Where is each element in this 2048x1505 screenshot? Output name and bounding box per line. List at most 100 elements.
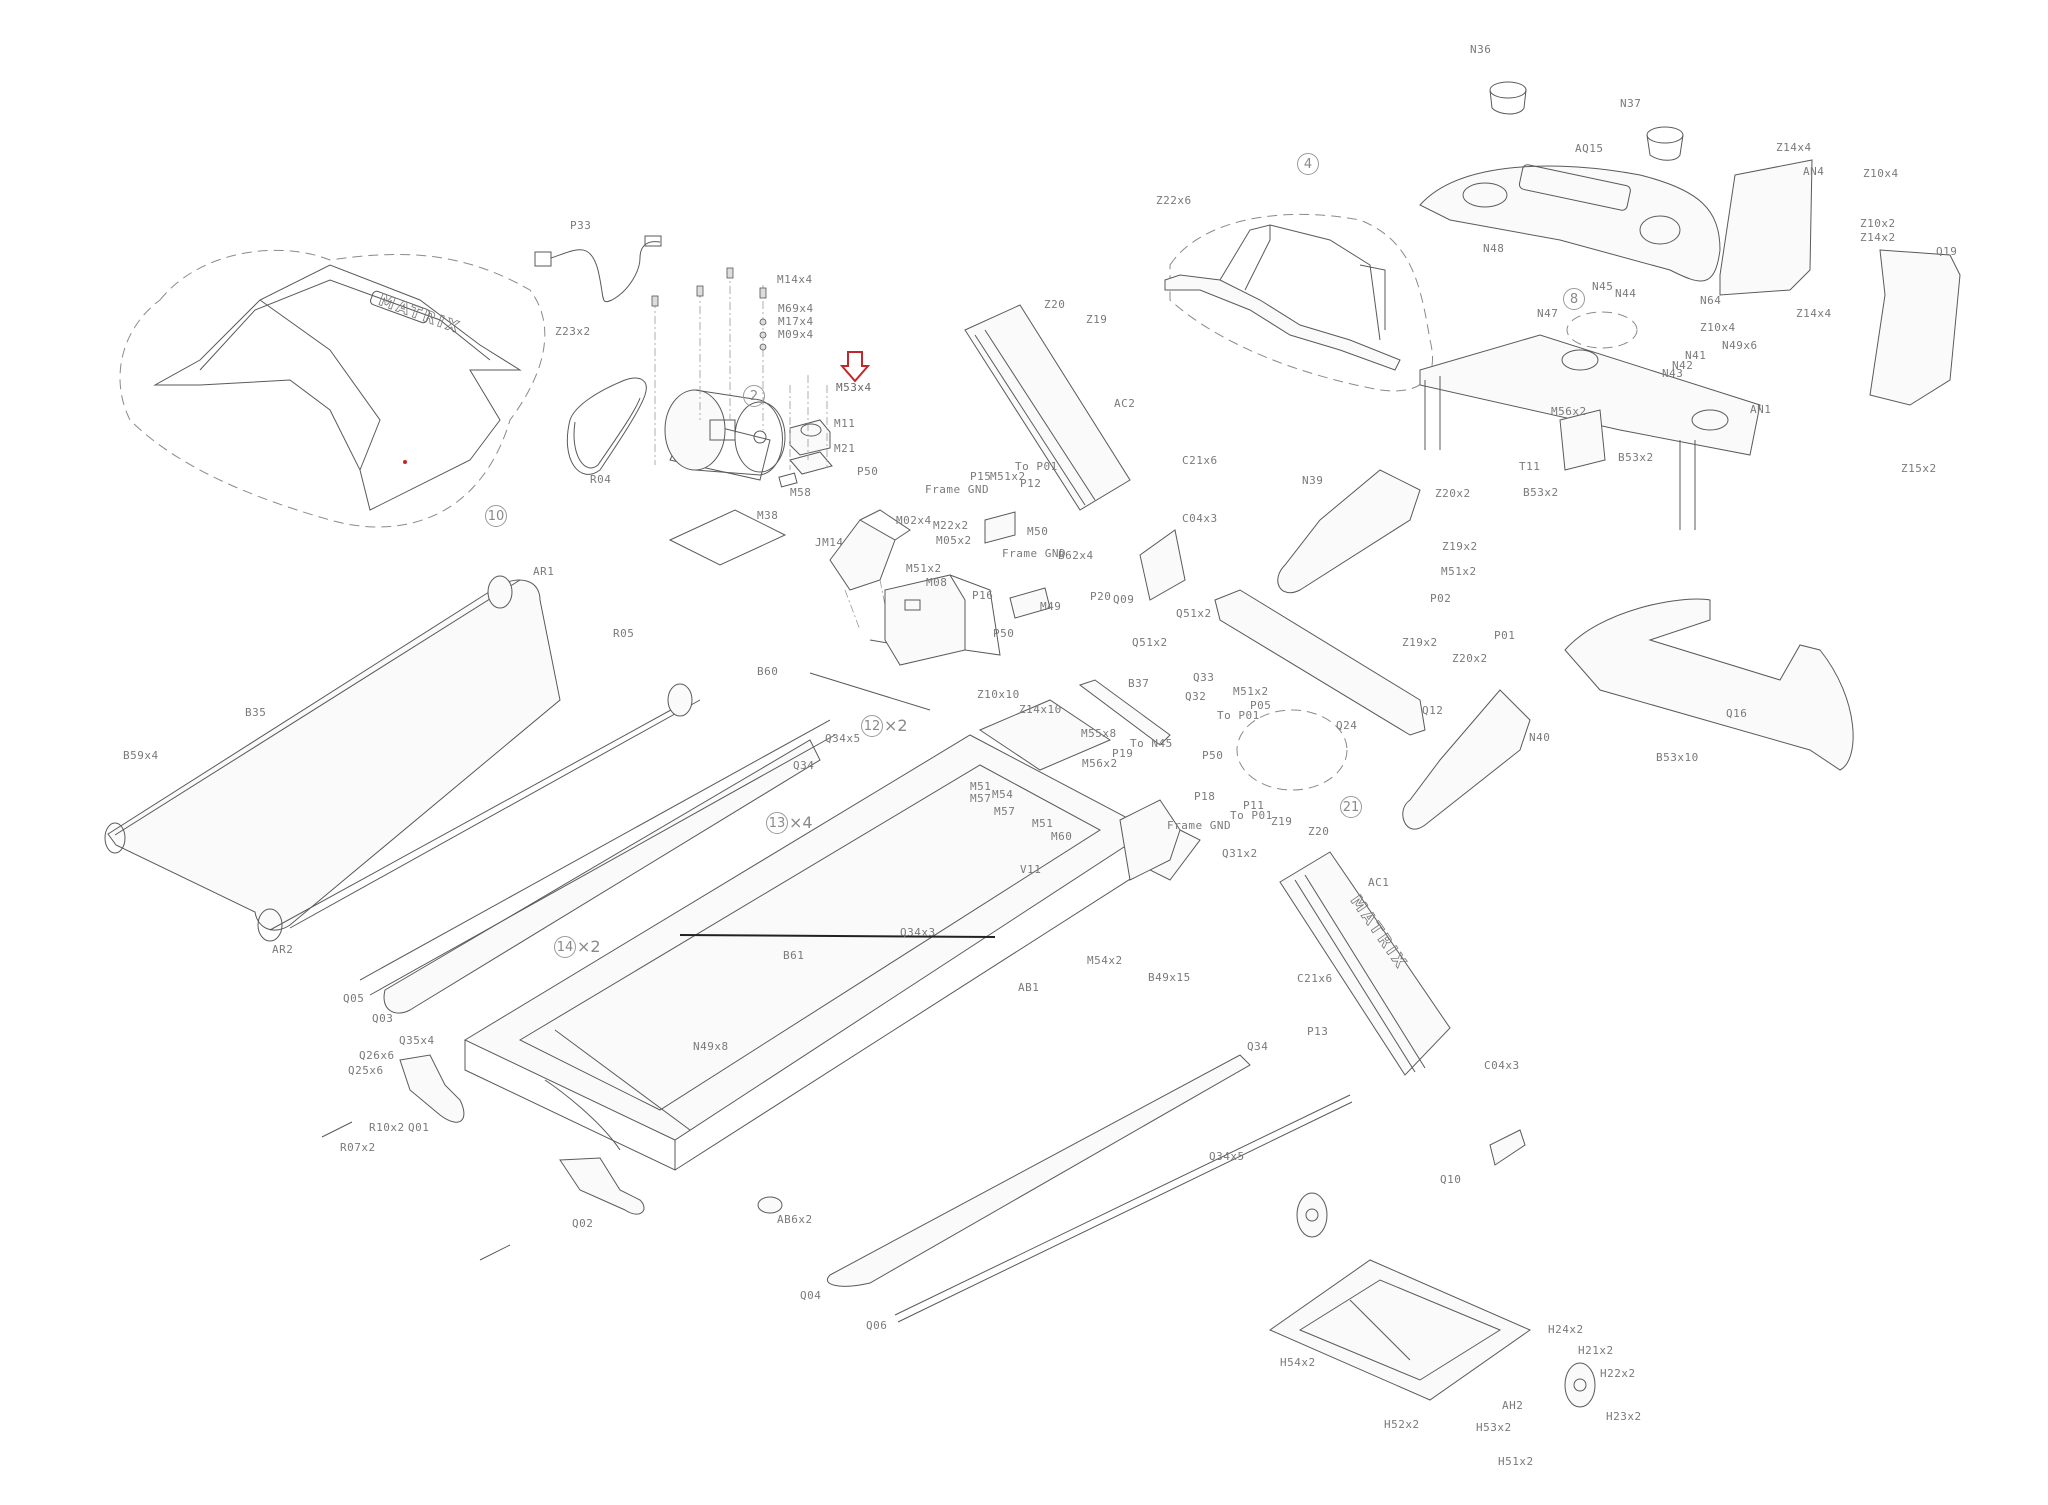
callout-H53x2: H53x2 [1476,1421,1512,1434]
callout-AR2: AR2 [272,943,294,956]
handrail-n40 [1402,689,1531,830]
callout-frame-gnd: Frame GND [925,483,990,496]
callout-Q24: Q24 [1336,719,1358,732]
callout-P19: P19 [1112,747,1134,760]
callout-C21x6: C21x6 [1182,454,1218,467]
trim-strip-q06 [894,1094,1351,1316]
callout-P18: P18 [1194,790,1216,803]
callout-P50-c: P50 [1202,749,1224,762]
assembly-group-14: 14 [554,936,576,958]
assembly-group-21: 21 [1340,796,1362,818]
callout-N49x6: N49x6 [1722,339,1758,352]
callout-R05: R05 [613,627,635,640]
callout-M58: M58 [790,486,812,499]
callout-Q34x5: Q34x5 [825,732,861,745]
callout-Q34x5-b: Q34x5 [1209,1150,1245,1163]
callout-N37: N37 [1620,97,1642,110]
assembly-group-12-qty: ×2 [884,716,908,735]
callout-B60: B60 [757,665,779,678]
side-rail-left [383,739,821,1014]
console-frame-aq15 [1419,164,1721,282]
callout-M51-b: M51 [1032,817,1054,830]
callout-V11: V11 [1020,863,1042,876]
callout-C04x3-b: C04x3 [1484,1059,1520,1072]
callout-Q31x2: Q31x2 [1222,847,1258,860]
callout-to-P01-c: To P01 [1230,809,1273,822]
callout-R10x2: R10x2 [369,1121,405,1134]
callout-Z20x2-b: Z20x2 [1452,652,1488,665]
callout-P50-b: P50 [993,627,1015,640]
callout-Z22x6: Z22x6 [1156,194,1192,207]
callout-P12: P12 [1020,477,1042,490]
callout-Q34: Q34 [793,759,815,772]
callout-Z14x4: Z14x4 [1776,141,1812,154]
callout-M38: M38 [757,509,779,522]
bracket-q09 [1139,529,1186,601]
callout-B53x2-b: B53x2 [1523,486,1559,499]
callout-M08: M08 [926,576,948,589]
callout-Q10: Q10 [1440,1173,1462,1186]
callout-P20: P20 [1090,590,1112,603]
callout-H52x2: H52x2 [1384,1418,1420,1431]
callout-P50: P50 [857,465,879,478]
highlight-down-arrow-icon [840,351,870,383]
callout-M54x2: M54x2 [1087,954,1123,967]
assembly-group-8: 8 [1563,288,1585,310]
callout-M49: M49 [1040,600,1062,613]
axle-r07b [479,1244,511,1261]
callout-Q05: Q05 [343,992,365,1005]
motor-hood-cover: MATRIX [119,249,546,528]
callout-M51x2: M51x2 [906,562,942,575]
cup-holder-n36-body [1489,89,1527,115]
cable-line [679,934,996,938]
callout-N47: N47 [1537,307,1559,320]
main-frame-ab1 [463,699,1181,1171]
callout-N40: N40 [1529,731,1551,744]
callout-to-P01-b: To P01 [1217,709,1260,722]
side-rail-right-q04 [827,1054,1251,1287]
callout-Q35x4: Q35x4 [399,1034,435,1047]
end-cap-q10 [1489,1129,1526,1166]
callout-C04x3: C04x3 [1182,512,1218,525]
callout-M22x2: M22x2 [933,519,969,532]
callout-N42: N42 [1672,359,1694,372]
callout-Q34x3: Q34x3 [900,926,936,939]
callout-Q09: Q09 [1113,593,1135,606]
callout-Q16: Q16 [1726,707,1748,720]
callout-M05x2: M05x2 [936,534,972,547]
callout-M60: M60 [1051,830,1073,843]
callout-Z10x10: Z10x10 [977,688,1020,701]
callout-B35: B35 [245,706,267,719]
callout-H22x2: H22x2 [1600,1367,1636,1380]
callout-N43: N43 [1662,367,1684,380]
callout-M17x4: M17x4 [778,315,814,328]
callout-Z14x10: Z14x10 [1019,703,1062,716]
callout-Z10x4: Z10x4 [1863,167,1899,180]
callout-M69x4: M69x4 [778,302,814,315]
callout-H23x2: H23x2 [1606,1410,1642,1423]
callout-M14x4: M14x4 [777,273,813,286]
callout-Z19x2: Z19x2 [1442,540,1478,553]
callout-P13: P13 [1307,1025,1329,1038]
wheel-frame-ah2 [1268,1192,1596,1408]
callout-Z23x2: Z23x2 [555,325,591,338]
callout-H21x2: H21x2 [1578,1344,1614,1357]
console-mast-frame-an1 [1419,334,1761,530]
group-8-outline [1566,311,1638,349]
lift-motor [829,509,911,646]
callout-B37: B37 [1128,677,1150,690]
callout-Z19: Z19 [1086,313,1108,326]
callout-P01: P01 [1494,629,1516,642]
callout-Z14x2: Z14x2 [1860,231,1896,244]
callout-Q03: Q03 [372,1012,394,1025]
callout-Z20-b: Z20 [1308,825,1330,838]
callout-Q25x6: Q25x6 [348,1064,384,1077]
callout-N44: N44 [1615,287,1637,300]
assembly-group-2: 2 [743,385,765,407]
callout-Q02: Q02 [572,1217,594,1230]
callout-M56x2-b: M56x2 [1082,757,1118,770]
handrail-bracket-q12 [1214,589,1426,736]
callout-M51x2-c: M51x2 [1441,565,1477,578]
callout-H24x2: H24x2 [1548,1323,1584,1336]
